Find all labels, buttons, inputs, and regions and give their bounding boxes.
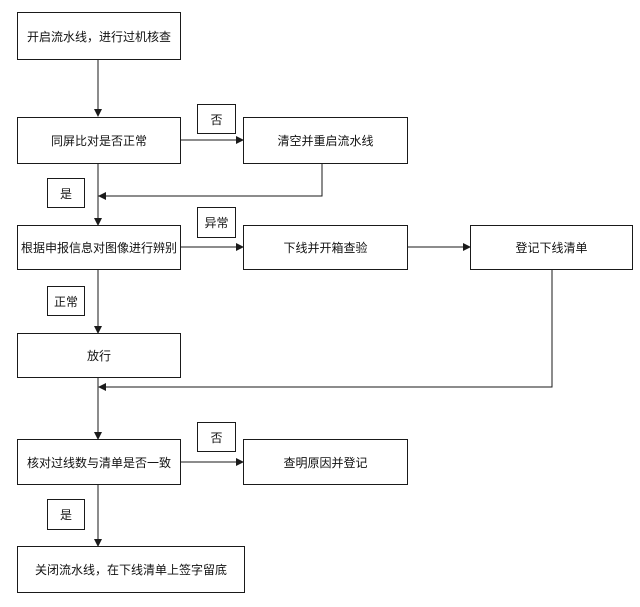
node-find-reason: 查明原因并登记 <box>243 439 408 485</box>
arrow-clear-back-to-main <box>98 164 323 197</box>
label-identify-normal: 正常 <box>47 286 85 316</box>
node-register-list: 登记下线清单 <box>470 225 633 270</box>
node-check-count: 核对过线数与清单是否一致 <box>17 439 181 485</box>
node-release: 放行 <box>17 333 181 378</box>
node-close: 关闭流水线，在下线清单上签字留底 <box>17 546 245 593</box>
node-clear-restart: 清空并重启流水线 <box>243 117 408 164</box>
node-identify-image: 根据申报信息对图像进行辨别 <box>17 225 181 270</box>
arrow-register-back-to-main <box>98 270 553 391</box>
node-unload-inspect: 下线并开箱查验 <box>243 225 408 270</box>
label-check-no: 否 <box>197 422 236 452</box>
node-start: 开启流水线，进行过机核查 <box>17 12 181 60</box>
label-compare-no: 否 <box>197 104 236 134</box>
label-check-yes: 是 <box>47 499 85 530</box>
node-compare: 同屏比对是否正常 <box>17 117 181 164</box>
label-identify-abnormal: 异常 <box>197 207 236 238</box>
label-compare-yes: 是 <box>47 178 85 208</box>
